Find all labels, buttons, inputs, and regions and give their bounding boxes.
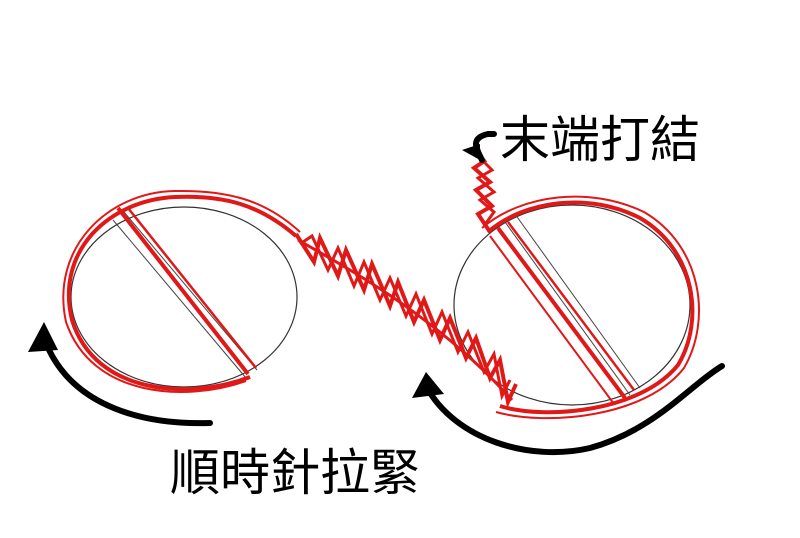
left-screw-head-outline	[70, 206, 298, 388]
clockwise-tighten-label: 順時針拉緊	[170, 444, 420, 502]
right-wire-loop-inner	[481, 195, 700, 420]
end-knot-label: 末端打結	[500, 111, 700, 169]
right-wire-slot-b	[507, 221, 635, 391]
right-arrow-head	[412, 372, 444, 398]
right-wire-slot-a	[496, 226, 627, 400]
left-screw-slot-line-2	[123, 211, 258, 371]
right-screw	[453, 204, 691, 406]
curved-arrow-icon-right	[423, 363, 725, 456]
left-wire-slot-a	[116, 206, 250, 376]
wire-end-twist	[470, 156, 497, 234]
right-screw-slot-line-2	[514, 213, 641, 389]
knot-hook-arrow	[462, 131, 497, 163]
curved-arrow-icon	[41, 335, 213, 427]
right-curved-arrow	[412, 363, 725, 456]
right-screw-slot-line	[504, 221, 631, 396]
left-wire-loop	[62, 189, 301, 393]
left-screw	[70, 206, 298, 388]
right-screw-head-outline	[453, 204, 691, 406]
wire-end-strand-a	[470, 158, 496, 234]
left-wire-loop-inner	[62, 189, 301, 393]
twisted-wire-strand-b	[299, 233, 512, 401]
right-wire-slot-c	[489, 235, 615, 405]
twisted-wire	[294, 232, 518, 409]
right-wire-loop-outer	[486, 200, 695, 415]
left-curved-arrow	[28, 322, 213, 427]
left-arrow-head	[28, 322, 58, 352]
left-wire-slot-b	[127, 207, 257, 369]
right-wire-loop	[481, 195, 700, 420]
hook-arrow-head	[462, 144, 480, 160]
twisted-wire-core	[297, 238, 514, 402]
hook-arrow-icon	[473, 131, 497, 163]
left-screw-slot-line	[112, 219, 247, 379]
left-wire-loop-outer	[66, 194, 298, 392]
wire-end-strand-b	[475, 156, 497, 227]
